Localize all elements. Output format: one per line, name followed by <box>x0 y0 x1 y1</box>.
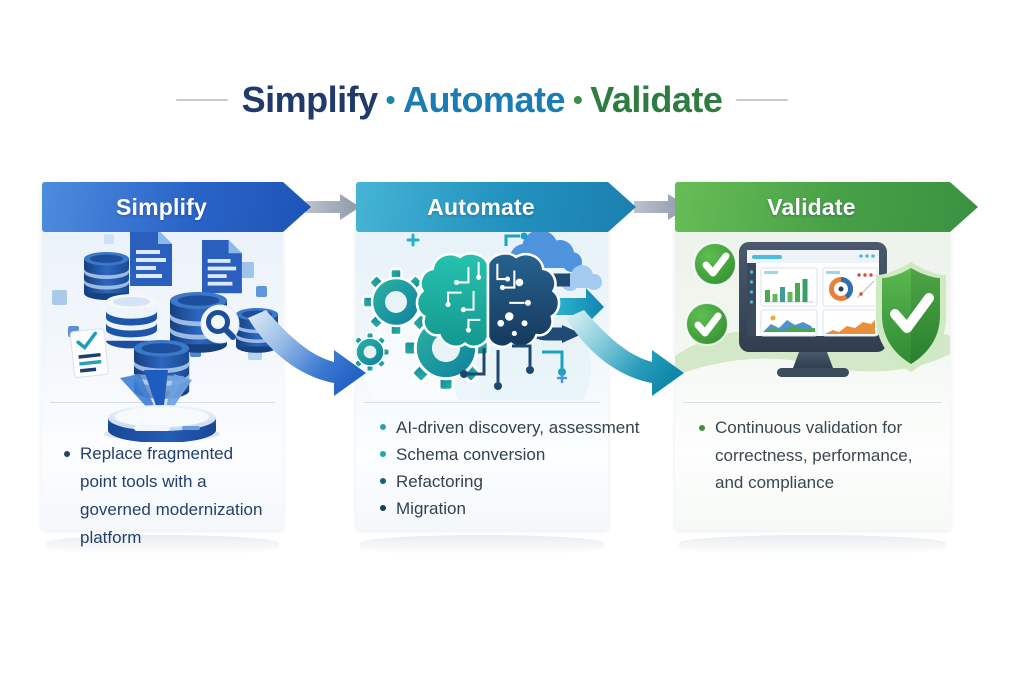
bullet-item: Schema conversion <box>378 441 604 468</box>
monitor-base <box>777 368 849 377</box>
automate-illustration <box>356 230 604 400</box>
card-simplify: Simplify <box>42 182 283 555</box>
page-title: Simplify•Automate•Validate <box>0 74 994 126</box>
ai-brain-icon <box>415 252 561 349</box>
bullet-item: Refactoring <box>378 468 604 495</box>
circuit-traces <box>468 344 532 382</box>
bullet-item: AI-driven discovery, assessment <box>378 414 639 441</box>
bullet-list: Continuous validation for correctness, p… <box>697 414 936 497</box>
area-chart-panel <box>760 309 818 337</box>
card-validate: Validate <box>675 182 950 555</box>
banner-simplify: Simplify <box>42 182 311 232</box>
title-separator-2: • <box>572 84 583 115</box>
shield-check-icon <box>876 262 946 372</box>
funnel-beams <box>120 370 192 424</box>
bullet-item: Continuous validation for correctness, p… <box>697 414 936 497</box>
bullet-item: Migration <box>378 495 604 522</box>
validate-illustration <box>675 242 950 377</box>
title-word-validate: Validate <box>590 79 723 120</box>
title-rule-right <box>736 99 789 101</box>
orange-chart-panel <box>822 309 878 337</box>
check-circle-icon <box>693 242 737 286</box>
platform-disc-icon <box>104 405 220 442</box>
circuit-traces-teal <box>504 234 564 368</box>
bar-chart-panel <box>760 267 818 307</box>
card-divider <box>683 402 942 403</box>
card-divider <box>364 402 600 403</box>
title-text: Simplify•Automate•Validate <box>242 79 723 121</box>
connector-arrow-icon <box>634 194 688 220</box>
banner-label: Simplify <box>115 194 208 220</box>
bullet-item: Replace fragmented point tools with a go… <box>62 440 273 552</box>
donut-chart-panel <box>822 267 878 307</box>
banner-label: Automate <box>427 194 535 220</box>
flow-arrow-automate-to-validate <box>566 310 684 396</box>
document-icon <box>130 230 172 286</box>
magnifier-icon <box>200 304 240 344</box>
title-rule-left <box>175 99 228 101</box>
document-icon <box>202 240 242 294</box>
check-circle-icon <box>685 302 729 346</box>
title-word-simplify: Simplify <box>241 79 379 120</box>
card-automate: Automate <box>356 182 639 555</box>
bullet-list: AI-driven discovery, assessment Schema c… <box>378 414 639 522</box>
title-separator-1: • <box>385 84 396 115</box>
simplify-illustration <box>52 230 278 442</box>
bullet-list: Replace fragmented point tools with a go… <box>62 440 273 552</box>
monitor-stand <box>793 352 833 368</box>
banner-label: Validate <box>767 194 856 220</box>
database-striped-icon <box>106 294 157 349</box>
banner-validate: Validate <box>675 182 978 232</box>
connector-arrow-icon <box>306 194 360 220</box>
checklist-icon <box>69 328 109 378</box>
banner-automate: Automate <box>356 182 636 232</box>
flow-arrow-simplify-to-automate <box>248 310 366 396</box>
title-word-automate: Automate <box>402 79 566 120</box>
database-icon <box>84 252 129 300</box>
